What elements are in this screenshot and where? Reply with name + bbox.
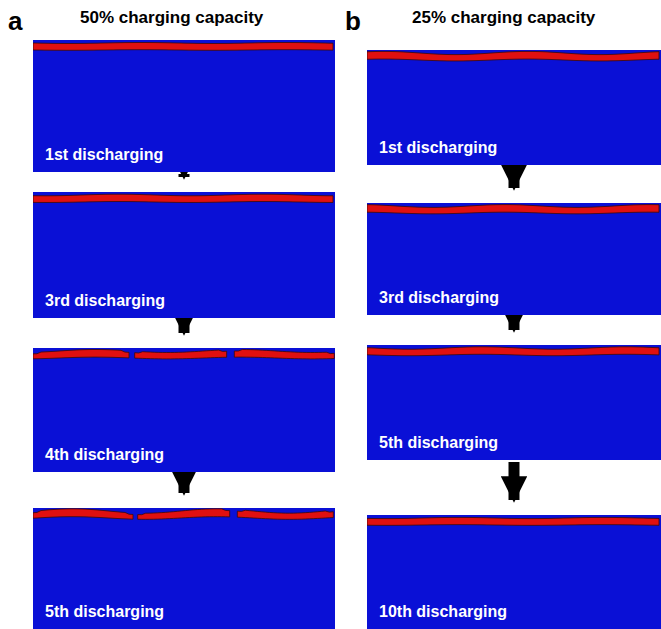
cycle-label: 3rd discharging bbox=[45, 292, 165, 310]
cycle-label: 5th discharging bbox=[379, 434, 498, 452]
deposit-segment bbox=[367, 517, 659, 525]
electrode-panel: 3rd discharging bbox=[33, 192, 335, 318]
deposit-segment bbox=[367, 51, 659, 61]
cycle-label: 4th discharging bbox=[45, 446, 164, 464]
deposit-segment bbox=[367, 347, 659, 356]
process-arrow bbox=[509, 317, 520, 330]
cycle-label: 1st discharging bbox=[45, 146, 163, 164]
deposit-segment bbox=[135, 350, 227, 359]
process-arrow bbox=[179, 474, 190, 493]
column-heading: 50% charging capacity bbox=[80, 8, 263, 28]
cycle-label: 10th discharging bbox=[379, 603, 507, 621]
deposit-segment bbox=[138, 509, 230, 520]
deposit-segment bbox=[33, 194, 333, 202]
electrode-panel: 1st discharging bbox=[33, 40, 335, 172]
deposit-layer bbox=[33, 40, 335, 60]
panel-letter: b bbox=[345, 6, 361, 37]
panel-letter: a bbox=[8, 6, 22, 37]
deposit-segment bbox=[237, 510, 333, 519]
deposit-layer bbox=[367, 50, 661, 70]
electrode-panel: 10th discharging bbox=[367, 515, 661, 629]
deposit-layer bbox=[33, 348, 335, 368]
cycle-label: 5th discharging bbox=[45, 603, 164, 621]
column-heading: 25% charging capacity bbox=[412, 8, 595, 28]
deposit-layer bbox=[367, 203, 661, 223]
electrode-panel: 1st discharging bbox=[367, 50, 661, 165]
deposit-layer bbox=[33, 508, 335, 528]
cycle-label: 1st discharging bbox=[379, 139, 497, 157]
process-arrow bbox=[179, 174, 190, 177]
deposit-segment bbox=[234, 350, 334, 359]
deposit-layer bbox=[367, 345, 661, 365]
process-arrow bbox=[179, 320, 190, 333]
cycle-label: 3rd discharging bbox=[379, 289, 499, 307]
deposit-segment bbox=[33, 43, 333, 51]
deposit-segment bbox=[33, 509, 133, 519]
process-arrow bbox=[509, 167, 520, 188]
electrode-panel: 5th discharging bbox=[33, 508, 335, 629]
deposit-segment bbox=[367, 205, 659, 214]
process-arrow bbox=[509, 462, 520, 500]
deposit-layer bbox=[33, 192, 335, 212]
electrode-panel: 3rd discharging bbox=[367, 203, 661, 315]
deposit-segment bbox=[33, 350, 129, 359]
deposit-layer bbox=[367, 515, 661, 535]
electrode-panel: 5th discharging bbox=[367, 345, 661, 460]
electrode-panel: 4th discharging bbox=[33, 348, 335, 472]
